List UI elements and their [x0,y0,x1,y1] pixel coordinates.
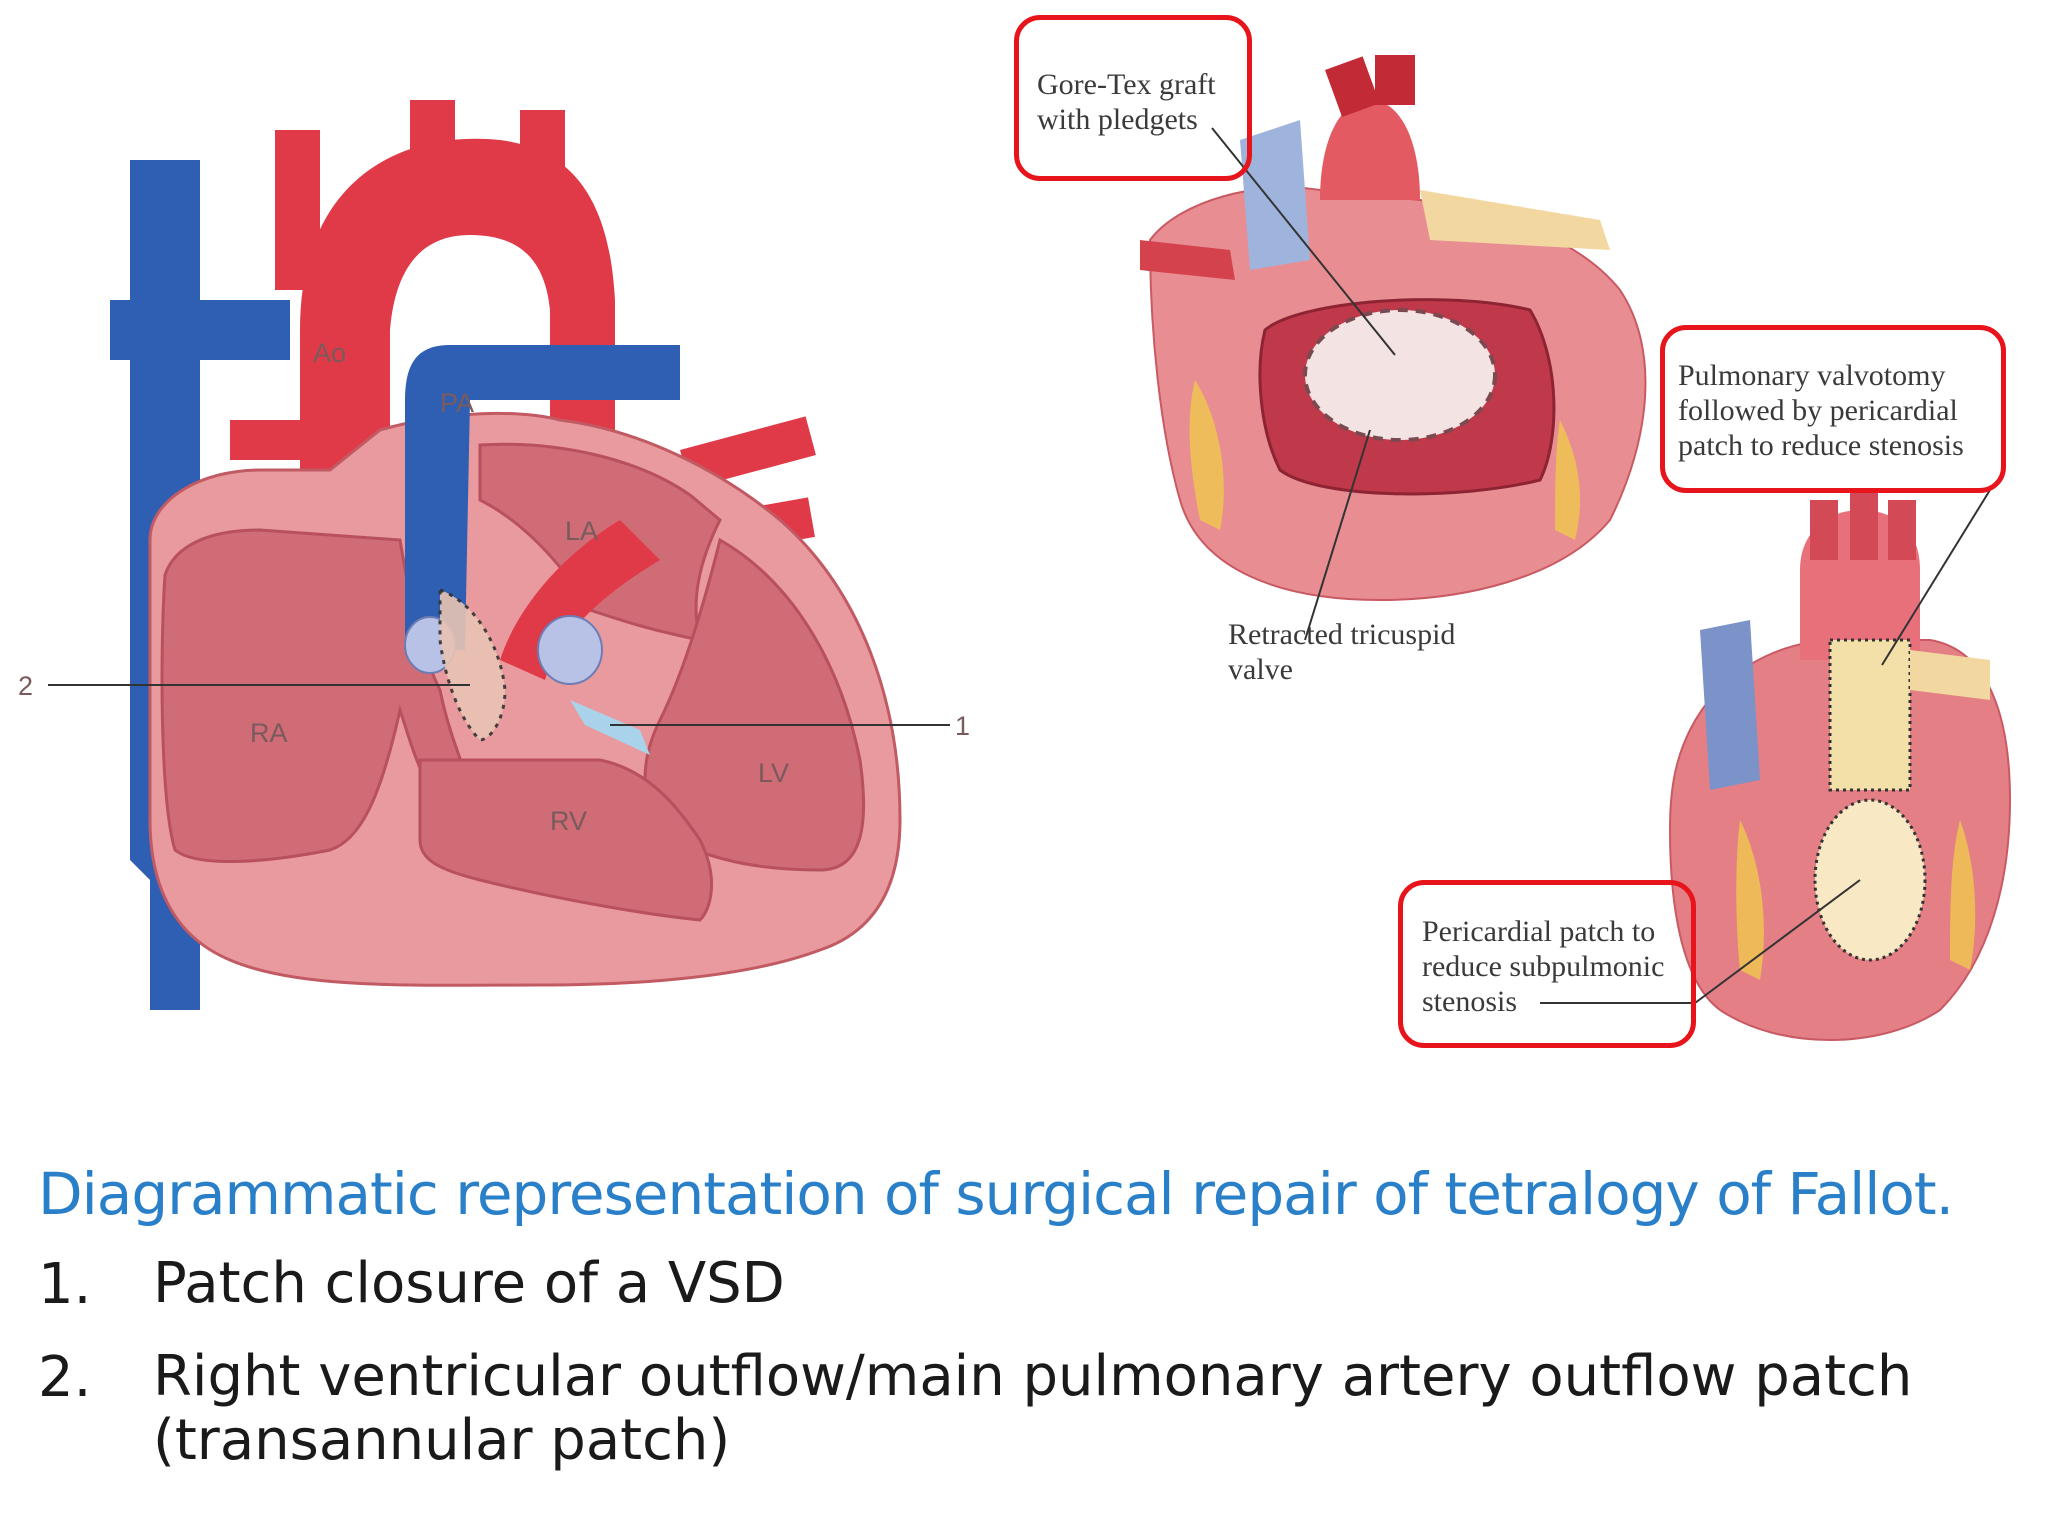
rt-left-branch [1140,240,1235,280]
rv-chamber [418,758,714,922]
vsd-patch [570,700,650,755]
rb-yellow-fat-2 [1950,820,1976,970]
rb-svc [1700,620,1760,790]
callout-pulmonary-valvotomy-text: Pulmonary valvotomy followed by pericard… [1678,359,1964,462]
rb-aortic-branch-2 [1850,490,1878,560]
retracted-valve-label: Retracted tricuspid valve [1228,618,1456,686]
callout-pericardial-patch-text: Pericardial patch to reduce subpulmonic … [1422,915,1665,1018]
rb-aortic-branch-1 [1810,500,1838,560]
list-text-2: Right ventricular outflow/main pulmonary… [153,1344,1913,1409]
aortic-valve [537,615,603,685]
rt-yellow-fat-1 [1189,380,1224,530]
pulm-vein-3 [230,420,370,460]
rt-heart-body [1148,186,1647,602]
label-la: LA [565,516,598,546]
valve-pointer [1304,429,1371,641]
label-ra: RA [250,718,288,748]
lv-chamber [643,537,866,872]
callout-gore-tex-text: Gore-Tex graft with pledgets [1037,68,1216,136]
label-rv: RV [550,806,587,836]
list-text-1: Patch closure of a VSD [153,1251,785,1316]
figure-caption: Diagrammatic representation of surgical … [38,1160,1954,1228]
rt-aortic-branch-1 [1325,56,1380,117]
transannular-patch [438,587,507,742]
rb-aortic-branch-3 [1888,500,1916,560]
rb-yellow-fat-1 [1736,820,1764,980]
list-number-2: 2. [38,1345,92,1410]
list-text-2-continued: (transannular patch) [153,1408,731,1473]
rt-aortic-branch-2 [1375,55,1415,105]
callout-box-gore-tex [1014,15,1252,181]
label-ao: Ao [313,338,346,368]
pulm-vein-1 [680,416,816,489]
rt-yellow-fat-2 [1555,420,1580,540]
left-vein-branch [110,300,290,360]
gore-tex-graft [1303,308,1497,442]
label-lv: LV [758,758,789,788]
rt-incision [1258,298,1556,496]
rt-aorta [1320,100,1420,200]
rb-heart-body [1668,639,2012,1041]
rb-pa-patch [1828,638,1912,792]
rb-subpulmonic-patch [1813,798,1927,962]
rt-pa-branch [1420,190,1610,250]
label-pa: PA [440,388,474,418]
callout-box-pulmonary-valvotomy [1660,325,2006,493]
callout-box-pericardial-patch [1398,880,1696,1048]
aortic-branch-1 [275,130,320,290]
aortic-branch-2 [410,100,455,170]
rb-pa-branch [1910,650,1990,700]
rb-aorta [1800,510,1920,660]
valvotomy-pointer [1881,489,1991,666]
list-number-1: 1. [38,1252,92,1317]
subpulmonic-pointer-d [1694,879,1861,1004]
pointer-number-2: 2 [18,671,33,701]
aortic-branch-3 [520,110,565,180]
left-heart-diagram: Ao PA LA RA RV LV 2 1 [18,100,970,1010]
pointer-number-1: 1 [955,711,970,741]
